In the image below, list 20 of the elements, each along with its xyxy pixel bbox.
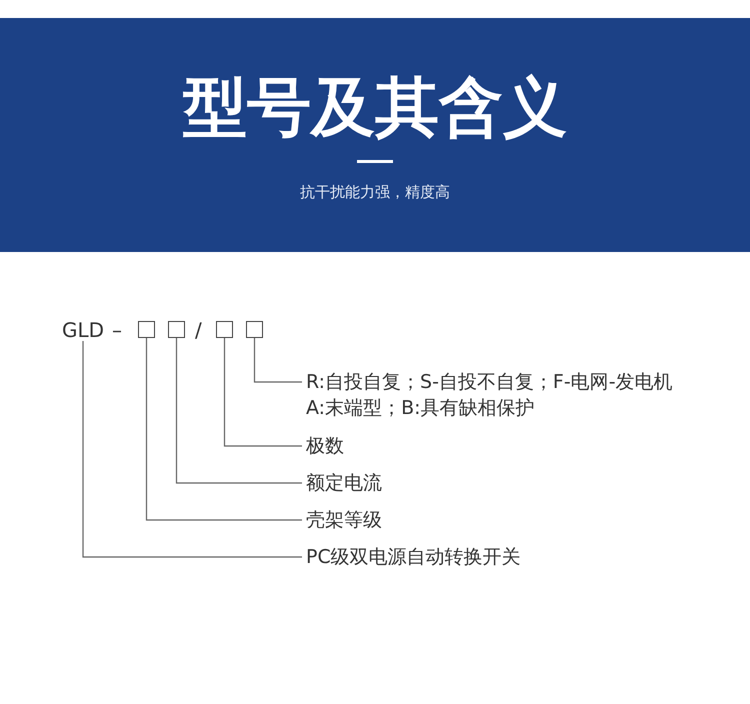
blank-square (168, 321, 185, 338)
meaning-text: 额定电流 (306, 471, 382, 496)
leader-line (82, 341, 302, 558)
meaning-text: A:末端型；B:具有缺相保护 (306, 396, 536, 421)
leader-line (146, 338, 302, 521)
title: 型号及其含义 (182, 70, 568, 147)
meaning-text: PC级双电源自动转换开关 (306, 545, 521, 570)
leader-line (254, 338, 302, 383)
blank-square (246, 321, 263, 338)
blank-square (138, 321, 155, 338)
leader-line (224, 338, 302, 447)
subtitle: 抗干扰能力强，精度高 (299, 182, 451, 203)
separator-dash: – (112, 319, 122, 341)
separator-slash: / (195, 319, 202, 341)
leader-line (176, 338, 302, 484)
meaning-text: 壳架等级 (306, 508, 382, 533)
model-code: GLD (62, 319, 104, 341)
blank-square (216, 321, 233, 338)
meaning-text: R:自投自复；S-自投不自复；F-电网-发电机 (306, 370, 673, 395)
meaning-text: 极数 (306, 434, 344, 459)
